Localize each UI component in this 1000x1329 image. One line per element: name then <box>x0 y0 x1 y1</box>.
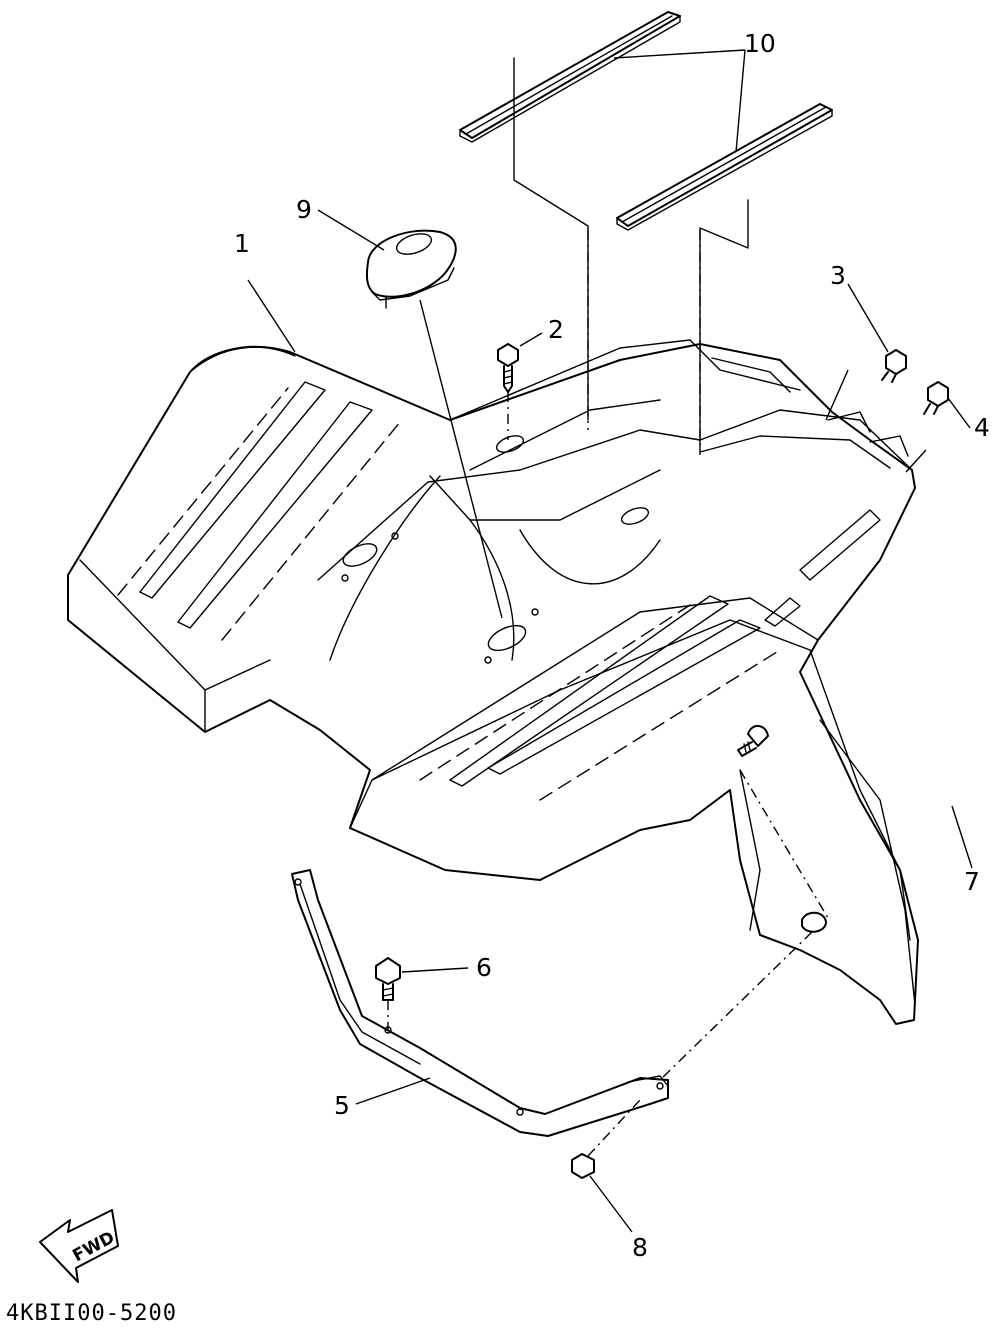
rubber-strip-upper <box>459 11 681 143</box>
rubber-strip-lower <box>616 103 833 231</box>
callout-8: 8 <box>632 1233 648 1262</box>
diagram-code: 4KBII00-5200 <box>6 1301 177 1326</box>
callout-7: 7 <box>964 867 980 896</box>
callout-10: 10 <box>744 29 776 58</box>
bolt-part-3 <box>881 349 907 383</box>
forward-arrow-icon: FWD <box>39 1209 119 1283</box>
callout-1: 1 <box>234 229 250 258</box>
bolt-part-6 <box>375 957 401 1001</box>
bolt-part-4 <box>923 381 949 415</box>
grommet-cap <box>365 229 457 309</box>
callout-6: 6 <box>476 953 492 982</box>
fender-body <box>67 339 919 1025</box>
callout-5: 5 <box>334 1091 350 1120</box>
bracket-stay <box>291 869 669 1137</box>
callout-3: 3 <box>830 261 846 290</box>
callout-9: 9 <box>296 195 312 224</box>
callout-4: 4 <box>974 413 990 442</box>
grommet-skirt <box>801 911 827 933</box>
screw-part-7 <box>737 725 769 757</box>
callout-2: 2 <box>548 315 564 344</box>
nut-part-8 <box>571 1153 595 1179</box>
screw-part-2 <box>497 343 519 393</box>
